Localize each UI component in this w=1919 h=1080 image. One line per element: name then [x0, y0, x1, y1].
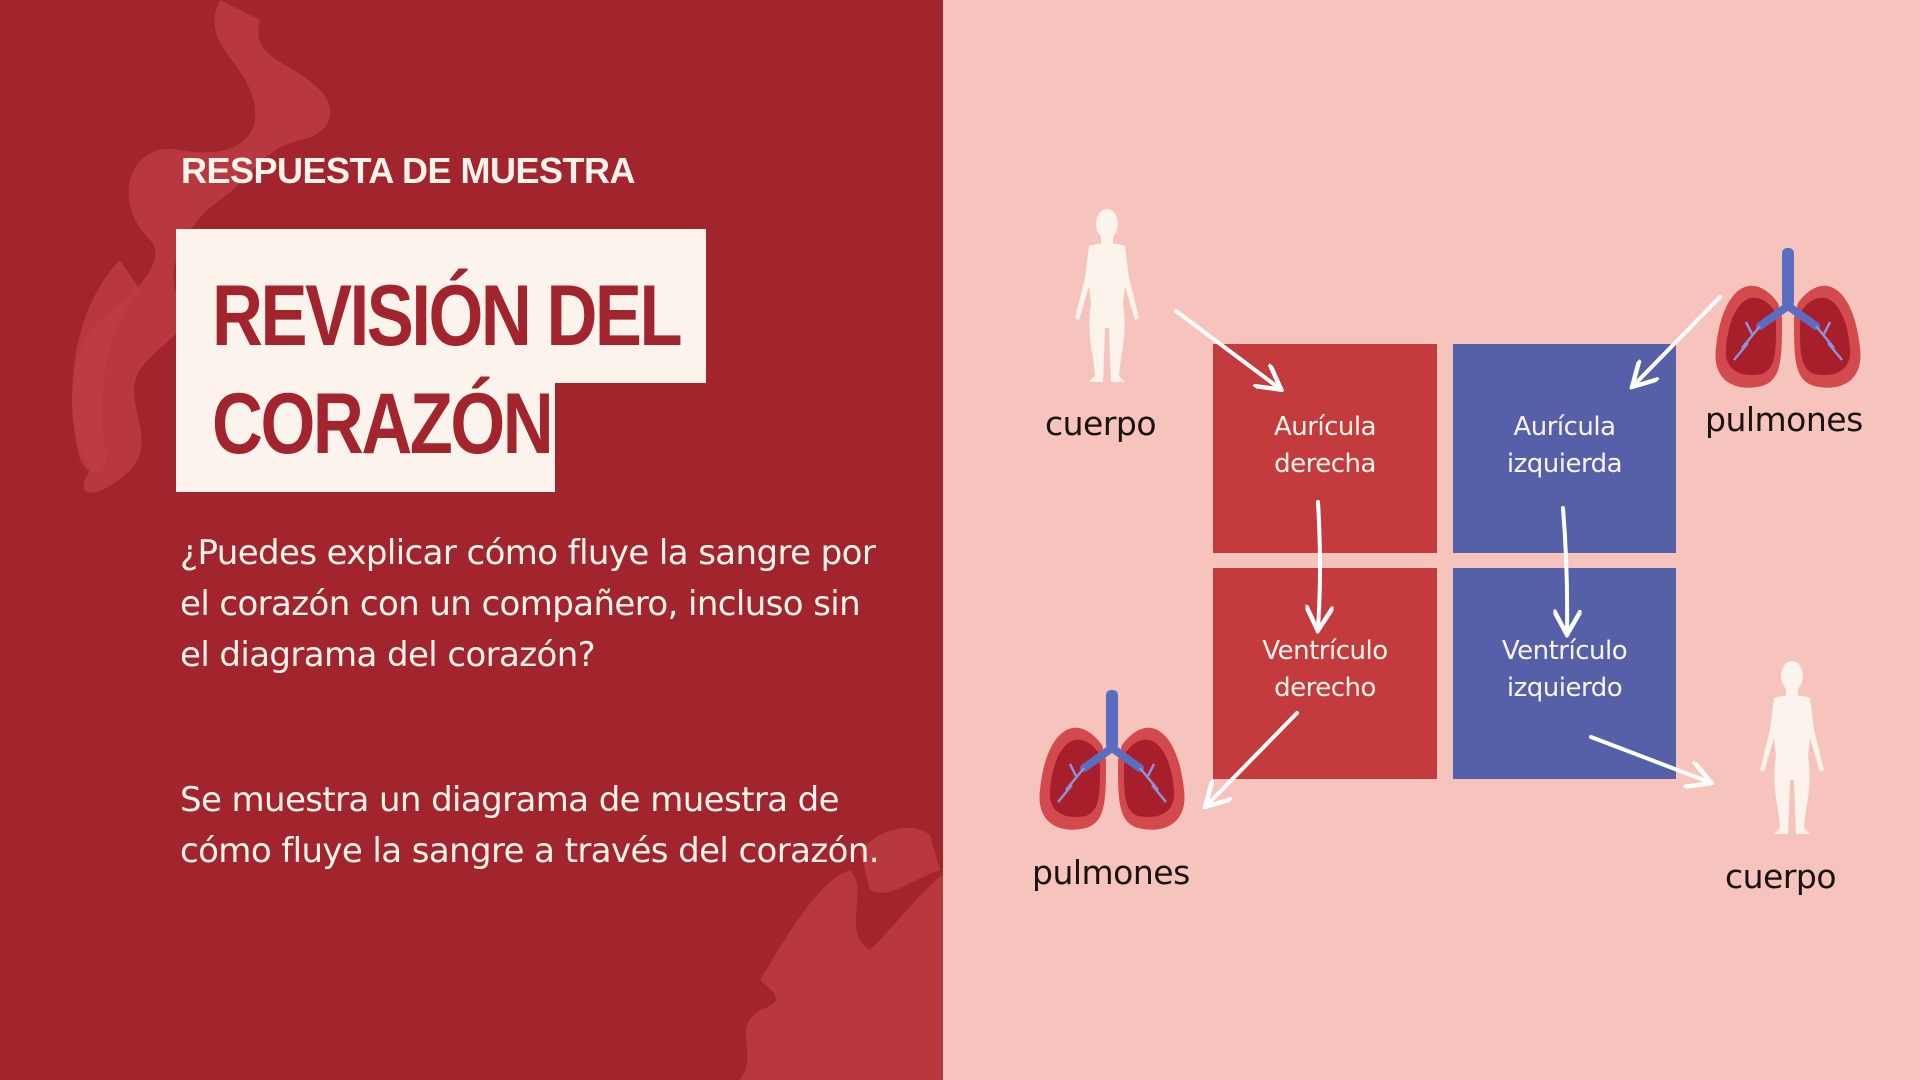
- title-box-extension: [176, 380, 555, 492]
- chamber-label-line2: izquierda: [1506, 449, 1623, 479]
- chamber-label-line2: izquierdo: [1506, 673, 1623, 703]
- chamber-label-line1: Aurícula: [1513, 412, 1616, 442]
- left-panel: RESPUESTA DE MUESTRA REVISIÓN DEL CORAZÓ…: [0, 0, 950, 1080]
- label-lungs-bottom: pulmones: [1032, 853, 1190, 892]
- decorative-vessel-shape: [71, 0, 950, 1080]
- explanation-paragraph: Se muestra un diagrama de muestra de cóm…: [180, 780, 880, 871]
- page-title: REVISIÓN DEL CORAZÓN: [212, 262, 683, 478]
- chamber-left-ventricle: Ventrículo izquierdo: [1453, 568, 1676, 779]
- title-box: [176, 229, 706, 383]
- label-lungs-top: pulmones: [1705, 400, 1863, 439]
- title-line-1: REVISIÓN DEL: [212, 268, 683, 364]
- chamber-label-line1: Ventrículo: [1501, 636, 1628, 666]
- chamber-right-atrium: Aurícula derecha: [1213, 344, 1437, 553]
- chamber-label-line1: Ventrículo: [1262, 636, 1388, 666]
- chamber-label-line2: derecho: [1274, 673, 1376, 703]
- label-body-bottom: cuerpo: [1725, 857, 1837, 896]
- label-body-top: cuerpo: [1045, 404, 1157, 443]
- chamber-label-line2: derecha: [1274, 449, 1376, 479]
- chamber-left-atrium: Aurícula izquierda: [1453, 344, 1676, 553]
- title-line-2: CORAZÓN: [212, 376, 554, 472]
- question-paragraph: ¿Puedes explicar cómo fluye la sangre po…: [180, 533, 876, 675]
- eyebrow-label: RESPUESTA DE MUESTRA: [181, 150, 636, 191]
- chamber-right-ventricle: Ventrículo derecho: [1213, 568, 1437, 779]
- chamber-label-line1: Aurícula: [1273, 412, 1377, 442]
